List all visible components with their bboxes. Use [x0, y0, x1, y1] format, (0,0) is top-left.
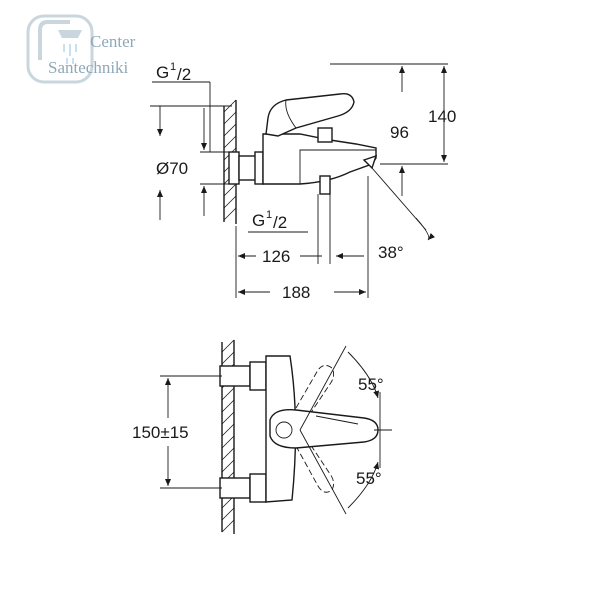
thread-top-sup: 1	[170, 61, 176, 73]
mixer-body-edge	[299, 149, 376, 184]
dim-96-label: 96	[390, 123, 409, 142]
angle-up-arc	[347, 351, 380, 399]
dim-150-label: 150±15	[132, 423, 189, 442]
mixer-body	[262, 133, 377, 185]
logo-line-2: Santechniki	[48, 58, 129, 77]
diameter-label: Ø70	[156, 159, 188, 178]
shower-head-icon	[58, 30, 82, 38]
logo-frame	[26, 14, 94, 84]
thread-bottom-main: G	[252, 211, 265, 230]
thread-bottom-sub: /2	[273, 213, 287, 232]
shower-pipe-icon	[38, 20, 70, 60]
logo-line-1: Center	[90, 32, 136, 51]
bottom-view: 55° 55° 150±15	[132, 339, 392, 534]
angle-down-arc	[347, 461, 380, 509]
thread-top-label: G 1 /2	[156, 61, 191, 84]
thread-bottom-sup: 1	[266, 209, 272, 221]
dim-140-label: 140	[428, 107, 456, 126]
lever-cap	[275, 421, 293, 439]
lower-inlet-nut	[219, 477, 251, 499]
handle-ghost-up	[295, 365, 335, 421]
inlet-flange	[254, 151, 264, 185]
dim-188-label: 188	[282, 283, 310, 302]
upper-inlet-nut	[219, 365, 251, 387]
water-drops-icon	[63, 44, 77, 64]
dim-126-label: 126	[262, 247, 290, 266]
brand-logo: Center Santechniki	[26, 14, 136, 84]
angle-up-label: 55°	[358, 375, 384, 394]
diverter-stem	[319, 175, 331, 195]
handle-ghost-down	[295, 437, 335, 493]
upper-inlet-body	[249, 361, 267, 391]
thread-bottom-label: G 1 /2	[252, 209, 287, 232]
spout-tip	[362, 154, 378, 170]
angle-down-label: 55°	[356, 469, 382, 488]
lower-inlet-body	[249, 473, 267, 503]
angle-38-arc	[415, 217, 436, 241]
inlet-nut	[228, 151, 240, 185]
lever-handle-edge	[285, 99, 297, 129]
lever-handle	[265, 92, 355, 137]
lever-front	[269, 409, 379, 449]
top-view: G 1 /2 Ø70 140 96 38° G 1 /2 126	[150, 61, 456, 302]
diverter-knob	[317, 127, 333, 143]
thread-top-main: G	[156, 63, 169, 82]
angle-down-line	[299, 429, 347, 515]
angle-38-label: 38°	[378, 243, 404, 262]
thread-top-sub: /2	[177, 65, 191, 84]
angle-up-line	[299, 345, 347, 431]
lever-edge	[315, 415, 359, 425]
